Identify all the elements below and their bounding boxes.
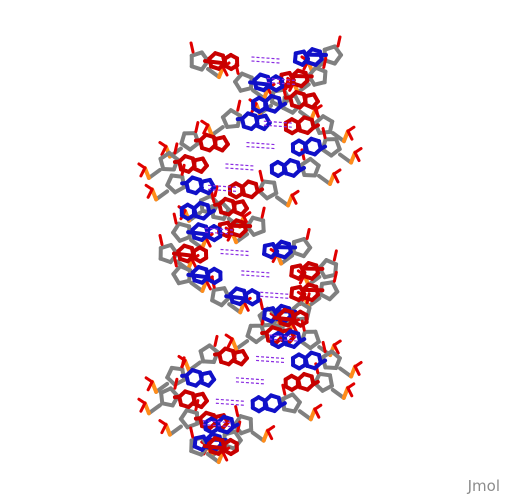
bases-layer — [172, 47, 328, 456]
backbone-layer — [137, 35, 363, 464]
jmol-watermark: Jmol — [467, 477, 500, 495]
